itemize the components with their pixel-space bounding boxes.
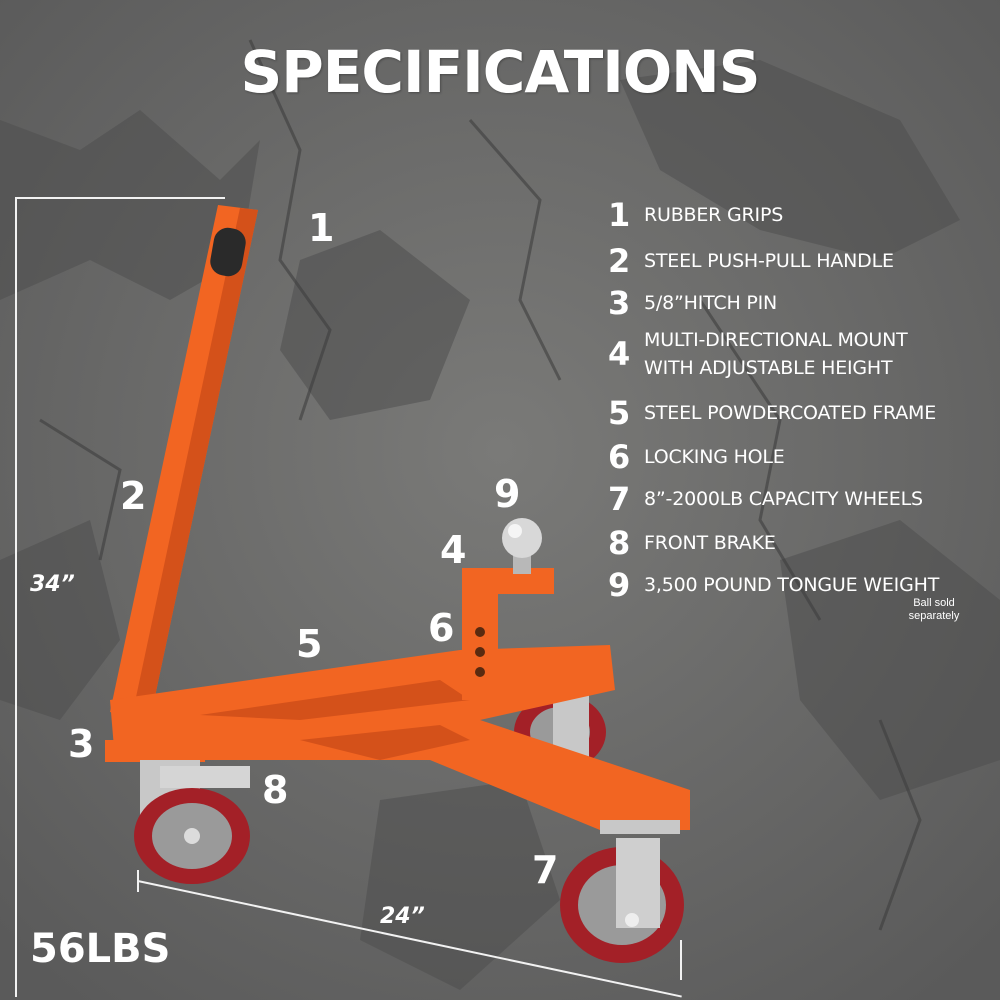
spec-text: MULTI-DIRECTIONAL MOUNT WITH ADJUSTABLE …: [644, 329, 908, 379]
weight-label: 56LBS: [30, 926, 171, 972]
front-left-wheel: [134, 760, 250, 884]
width-dimension-left-tick: [137, 870, 139, 892]
callout-9: 9: [494, 472, 521, 516]
width-dimension-label: 24”: [380, 904, 425, 929]
spec-number: 9: [608, 566, 631, 604]
callout-1: 1: [308, 206, 335, 250]
spec-item: 3 5/8”HITCH PIN: [608, 284, 777, 322]
height-dimension-top-tick: [15, 197, 225, 199]
spec-item: 4 MULTI-DIRECTIONAL MOUNT WITH ADJUSTABL…: [608, 326, 908, 382]
width-dimension-right-tick: [680, 940, 682, 980]
ball-note: Ball sold separately: [908, 597, 960, 622]
spec-number: 7: [608, 480, 631, 518]
callout-3: 3: [68, 722, 95, 766]
spec-text: 5/8”HITCH PIN: [644, 292, 778, 314]
spec-item: 1 RUBBER GRIPS: [608, 196, 783, 234]
front-right-wheel: [560, 820, 684, 963]
page-title: SPECIFICATIONS: [240, 38, 761, 106]
callout-6: 6: [428, 606, 455, 650]
spec-item: 5 STEEL POWDERCOATED FRAME: [608, 394, 936, 432]
spec-number: 3: [608, 284, 631, 322]
callout-8: 8: [262, 768, 289, 812]
spec-item: 2 STEEL PUSH-PULL HANDLE: [608, 242, 894, 280]
spec-text: RUBBER GRIPS: [644, 204, 784, 226]
height-dimension-label: 34”: [30, 572, 75, 597]
spec-number: 6: [608, 438, 631, 476]
callout-2: 2: [120, 474, 147, 518]
callout-4: 4: [440, 528, 467, 572]
spec-text: LOCKING HOLE: [644, 446, 785, 468]
spec-number: 8: [608, 524, 631, 562]
spec-number: 4: [608, 335, 631, 373]
spec-item: 7 8”-2000LB CAPACITY WHEELS: [608, 480, 923, 518]
height-dimension-line: [15, 197, 17, 997]
spec-text: 8”-2000LB CAPACITY WHEELS: [644, 488, 923, 510]
spec-text: FRONT BRAKE: [644, 532, 776, 554]
spec-number: 2: [608, 242, 631, 280]
spec-item: 8 FRONT BRAKE: [608, 524, 776, 562]
spec-item: 6 LOCKING HOLE: [608, 438, 785, 476]
spec-number: 5: [608, 394, 631, 432]
spec-number: 1: [608, 196, 631, 234]
callout-7: 7: [532, 848, 559, 892]
spec-text: 3,500 POUND TONGUE WEIGHT: [644, 574, 940, 596]
spec-item: 9 3,500 POUND TONGUE WEIGHT: [608, 566, 939, 604]
spec-text: STEEL PUSH-PULL HANDLE: [644, 250, 894, 272]
callout-5: 5: [296, 622, 323, 666]
spec-text: STEEL POWDERCOATED FRAME: [644, 402, 937, 424]
